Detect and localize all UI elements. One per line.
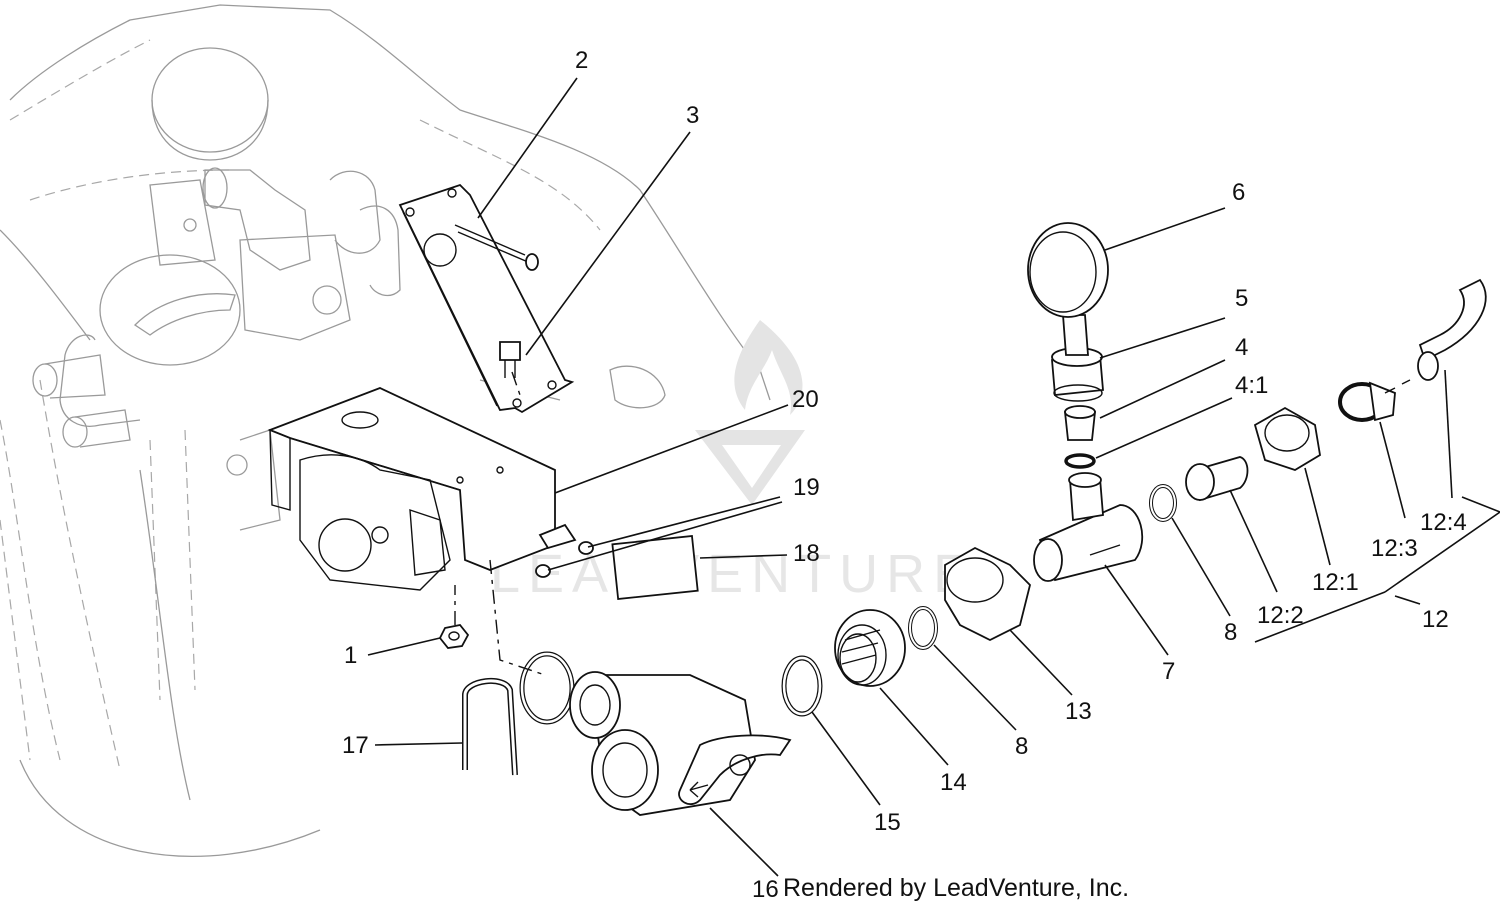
callout-4: 4 — [1235, 334, 1248, 361]
part-18-decal — [611, 534, 699, 601]
part-12-1-nut — [1253, 406, 1321, 471]
callout-12: 12 — [1422, 606, 1449, 633]
callout-15: 15 — [874, 809, 901, 836]
callout-3: 3 — [686, 102, 699, 129]
part-12-3-hose-clamp — [1338, 381, 1396, 422]
part-3-bolt — [499, 341, 521, 378]
part-screw-upper — [454, 224, 539, 271]
part-12-2-hose-barb — [1185, 456, 1249, 502]
part-20-mounting-box — [267, 387, 577, 591]
callout-12-4: 12:4 — [1420, 509, 1467, 536]
part-5-gauge-nut — [1051, 347, 1104, 402]
assembly-line-bolt — [511, 371, 521, 396]
part-12-4-hose — [1384, 278, 1487, 394]
callout-7: 7 — [1162, 658, 1175, 685]
callout-19: 19 — [793, 474, 820, 501]
callout-5: 5 — [1235, 285, 1248, 312]
callout-17: 17 — [342, 732, 369, 759]
callout-20: 20 — [792, 386, 819, 413]
leadventure-watermark: LEADVENTURE — [490, 320, 977, 604]
part-4-1-o-ring — [1064, 453, 1096, 469]
watermark-text: LEADVENTURE — [490, 544, 977, 604]
leader-lines — [367, 77, 1500, 877]
callout-8-upper: 8 — [1224, 619, 1237, 646]
callout-13: 13 — [1065, 698, 1092, 725]
callout-4-1: 4:1 — [1235, 372, 1268, 399]
callout-6: 6 — [1232, 179, 1245, 206]
callout-14: 14 — [940, 769, 967, 796]
callout-18: 18 — [793, 540, 820, 567]
part-19-screws — [535, 541, 594, 578]
part-2-bracket — [398, 183, 575, 414]
callout-12-1: 12:1 — [1312, 569, 1359, 596]
background-tank-assembly — [0, 4, 771, 857]
callout-12-3: 12:3 — [1371, 535, 1418, 562]
callout-8-lower: 8 — [1015, 733, 1028, 760]
callout-labels: 2 3 20 19 18 1 17 16 15 14 8 13 7 8 12:2… — [342, 47, 1467, 903]
callout-12-2: 12:2 — [1257, 602, 1304, 629]
part-17-u-clip — [462, 677, 518, 776]
callout-16: 16 — [752, 876, 779, 903]
part-6-pressure-gauge — [1027, 222, 1109, 356]
part-13-coupling-nut — [944, 546, 1031, 642]
part-4-bushing — [1063, 405, 1097, 441]
callout-2: 2 — [575, 47, 588, 74]
part-1-nut — [438, 624, 470, 649]
part-14-adapter — [834, 609, 906, 687]
assembly-line-valve — [489, 559, 546, 676]
part-16-ball-valve — [569, 671, 792, 816]
render-credit: Rendered by LeadVenture, Inc. — [783, 874, 1130, 902]
callout-1: 1 — [344, 642, 357, 669]
part-7-tee-fitting — [1033, 472, 1144, 582]
